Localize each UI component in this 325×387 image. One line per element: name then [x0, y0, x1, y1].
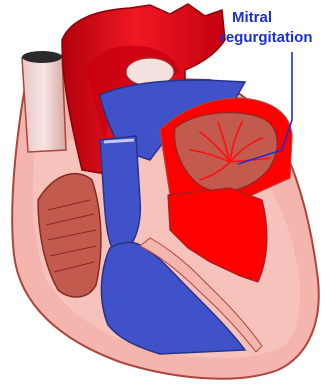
- pulmonary-valve: [104, 140, 134, 142]
- annotation-label-line2: regurgitation: [220, 29, 313, 46]
- annotation-label-line1: Mitral: [232, 9, 272, 26]
- vena-cava-opening: [22, 51, 62, 63]
- superior-vena-cava: [22, 55, 66, 152]
